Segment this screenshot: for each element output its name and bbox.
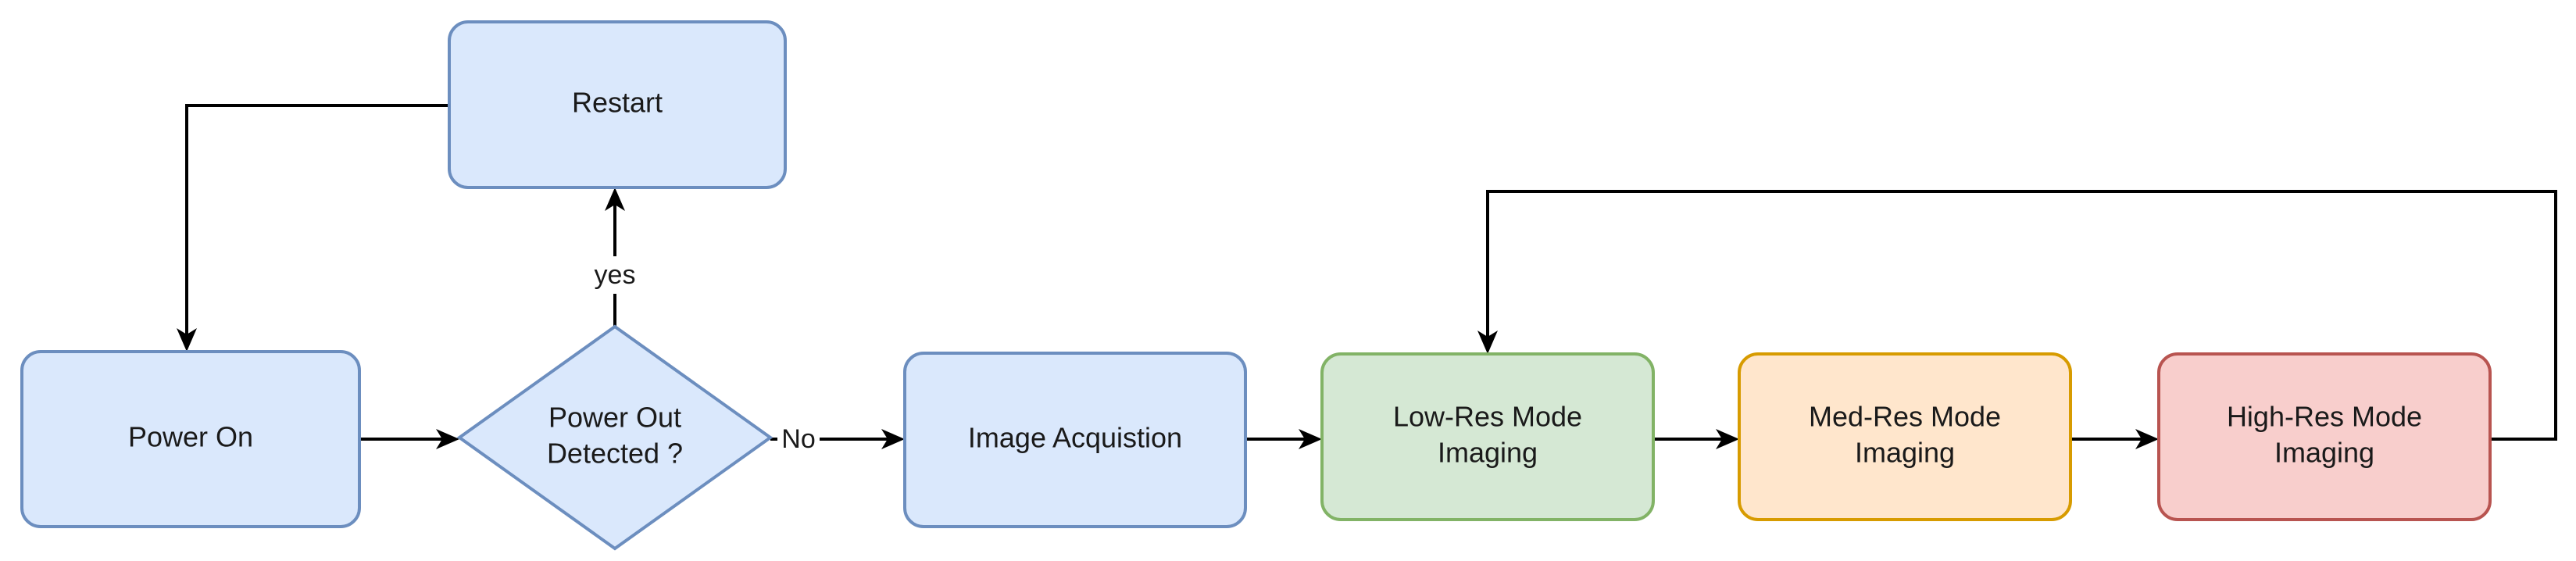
edge-image-acquistion-to-low-res xyxy=(1245,429,1322,449)
edge-label-decision-yes-to-restart: yes xyxy=(595,260,636,290)
arrowhead-icon xyxy=(605,188,625,211)
edge-line xyxy=(1486,190,2557,441)
node-label-restart: Restart xyxy=(572,87,663,119)
node-power-on[interactable]: Power On xyxy=(20,350,361,528)
edge-low-res-to-med-res xyxy=(1653,429,1739,449)
edge-label-backdrop xyxy=(586,256,644,294)
node-shape-power-on[interactable] xyxy=(20,350,361,528)
arrowhead-icon xyxy=(1299,429,1322,449)
node-label-power-on: Power On xyxy=(128,421,253,453)
node-label-low-res-mode-imaging: Low-Res Mode xyxy=(1393,401,1582,433)
node-shape-image-acquistion[interactable] xyxy=(903,352,1247,528)
node-shape-med-res-mode-imaging[interactable] xyxy=(1738,352,2072,521)
edge-power-on-to-decision xyxy=(359,429,459,449)
edge-high-res-feedback-to-low-res xyxy=(1477,190,2557,441)
node-shape-restart[interactable] xyxy=(448,20,787,189)
arrowhead-icon xyxy=(1716,429,1739,449)
arrowhead-icon xyxy=(881,429,905,449)
arrowhead-icon xyxy=(2135,429,2159,449)
arrowhead-icon xyxy=(177,328,197,352)
node-shape-low-res-mode-imaging[interactable] xyxy=(1320,352,1655,521)
edge-line xyxy=(185,104,449,341)
node-label-low-res-mode-imaging: Imaging xyxy=(1438,437,1538,469)
node-label-power-out-detected: Power Out xyxy=(548,402,681,434)
node-label-high-res-mode-imaging: High-Res Mode xyxy=(2227,401,2422,433)
edge-restart-to-power-on xyxy=(177,104,449,352)
arrowhead-icon xyxy=(1477,331,1498,354)
node-label-power-out-detected: Detected ? xyxy=(547,438,683,470)
edge-label-decision-no-to-image-acquistion: No xyxy=(781,424,815,454)
node-label-high-res-mode-imaging: Imaging xyxy=(2274,437,2374,469)
edge-label-backdrop xyxy=(777,420,820,458)
edge-med-res-to-high-res xyxy=(2070,429,2159,449)
arrowhead-icon xyxy=(436,429,459,449)
node-label-image-acquistion: Image Acquistion xyxy=(968,422,1182,454)
node-shape-high-res-mode-imaging[interactable] xyxy=(2157,352,2492,521)
node-restart[interactable]: Restart xyxy=(448,20,787,189)
node-shape-power-out-detected[interactable] xyxy=(456,324,774,551)
node-image-acquistion[interactable]: Image Acquistion xyxy=(903,352,1247,528)
node-label-med-res-mode-imaging: Med-Res Mode xyxy=(1809,401,2001,433)
node-label-med-res-mode-imaging: Imaging xyxy=(1855,437,1955,469)
